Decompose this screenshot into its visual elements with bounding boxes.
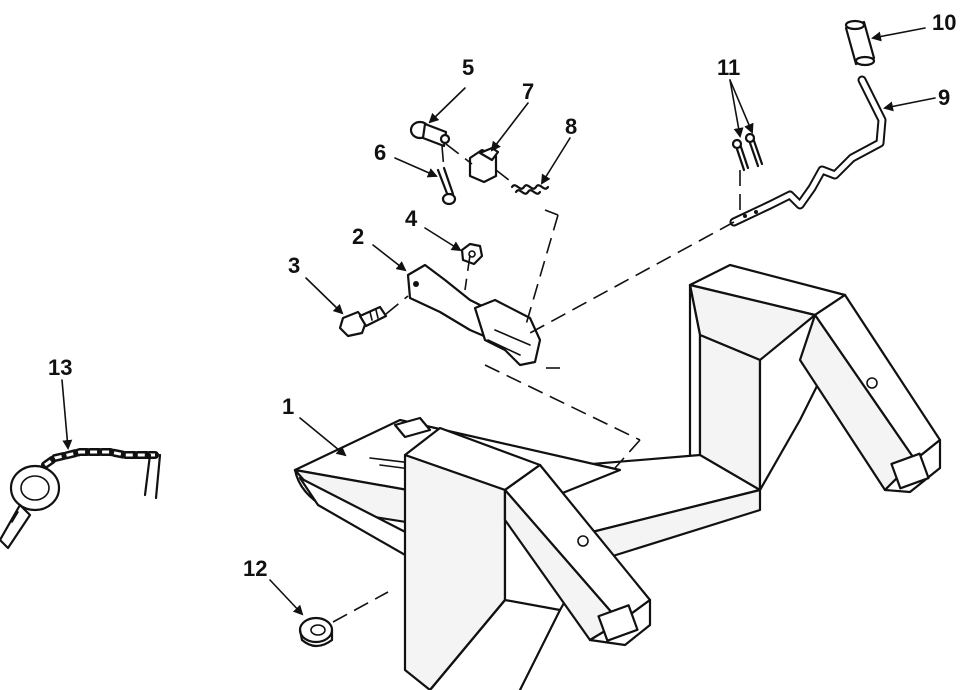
nut-part-4 bbox=[460, 242, 484, 266]
callout-2: 2 bbox=[352, 224, 364, 249]
callout-13: 13 bbox=[48, 355, 72, 380]
control-rod-part-9 bbox=[729, 75, 887, 227]
drawbar-frame-part-1 bbox=[293, 263, 942, 690]
callout-1: 1 bbox=[282, 394, 294, 419]
assembly-lines bbox=[332, 143, 741, 623]
clip-part-7 bbox=[468, 146, 500, 184]
callout-11: 11 bbox=[717, 55, 740, 80]
latch-arm-part-2 bbox=[406, 263, 542, 367]
clevis-pin-part-5 bbox=[409, 120, 451, 148]
callout-3: 3 bbox=[288, 253, 300, 278]
cotter-pin-part-6 bbox=[436, 166, 457, 206]
callout-10: 10 bbox=[932, 10, 956, 35]
bolt-part-3 bbox=[338, 305, 388, 338]
washer-part-12 bbox=[298, 616, 334, 648]
spring-part-8 bbox=[510, 184, 550, 195]
safety-chain-part-13 bbox=[0, 448, 162, 550]
callout-5: 5 bbox=[462, 55, 474, 80]
callout-6: 6 bbox=[374, 140, 386, 165]
callout-12: 12 bbox=[243, 556, 267, 581]
callout-9: 9 bbox=[938, 85, 950, 110]
callout-7: 7 bbox=[522, 79, 534, 104]
callout-8: 8 bbox=[565, 114, 577, 139]
callout-4: 4 bbox=[405, 206, 418, 231]
callout-leaders bbox=[61, 27, 936, 616]
cotter-pins-part-11 bbox=[731, 132, 764, 172]
grip-part-10 bbox=[844, 19, 876, 67]
callout-labels: 1 2 3 4 5 6 7 8 9 10 11 12 13 bbox=[48, 10, 956, 581]
